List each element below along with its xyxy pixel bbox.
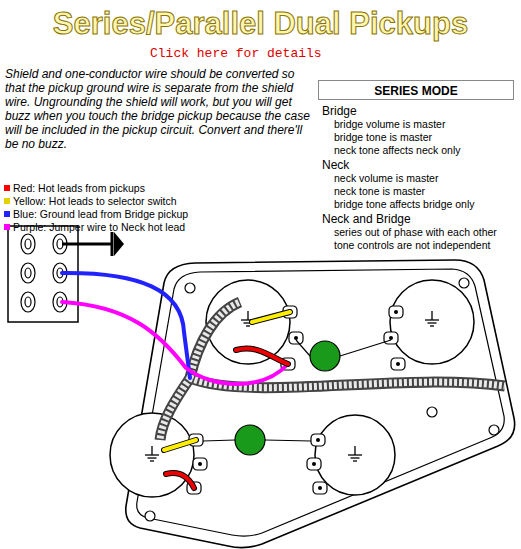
mode-note: neck volume is master [334, 172, 438, 184]
note-paragraph: Shield and one-conductor wire should be … [5, 67, 317, 151]
pot-lug [391, 358, 405, 370]
pot-lug [289, 332, 303, 344]
screw-hole [145, 278, 499, 521]
page-title: Series/Parallel Dual Pickups [0, 6, 521, 42]
mode-heading-box: SERIES MODE [318, 80, 514, 100]
link-text: Click here for details [150, 46, 322, 61]
legend-swatch [4, 198, 10, 204]
tone-capacitor [235, 425, 265, 455]
ground-symbol [348, 446, 362, 461]
legend-swatch [4, 224, 10, 230]
mode-note: Bridge [322, 104, 357, 118]
pot-lug [389, 306, 403, 318]
mode-note: neck tone affects neck only [334, 144, 460, 156]
mode-heading: SERIES MODE [319, 84, 513, 98]
pot-lug [384, 332, 398, 344]
mode-note: Neck and Bridge [322, 212, 411, 226]
pot-lug [311, 434, 325, 446]
legend-text: Yellow: Hot leads to selector switch [13, 195, 177, 207]
legend-swatch [4, 185, 10, 191]
ground-lead [62, 232, 124, 256]
pot-lug [193, 458, 207, 470]
pot-lug [313, 482, 327, 494]
tone-capacitor [310, 341, 340, 371]
mode-note: bridge tone is master [334, 131, 432, 143]
mode-note: neck tone is master [334, 185, 425, 197]
blue-wire [62, 273, 190, 378]
red-wire [166, 473, 194, 488]
purple-wire [62, 302, 288, 384]
mode-note: bridge tone affects bridge only [334, 198, 474, 210]
control-cavity [126, 260, 515, 548]
mode-note: bridge volume is master [334, 118, 445, 130]
legend-text: Red: Hot leads from pickups [13, 182, 145, 194]
ground-symbol [425, 311, 439, 326]
yellow-wire [164, 440, 196, 450]
mode-note: series out of phase with each other [334, 226, 497, 238]
ground-symbol [145, 446, 159, 461]
legend-swatch [4, 211, 10, 217]
yellow-wire [252, 312, 290, 322]
shielded-cable [160, 302, 505, 440]
legend-text: Blue: Ground lead from Bridge pickup [13, 208, 188, 220]
cavity-inner-edge [137, 269, 504, 536]
mode-note: tone controls are not independent [334, 239, 490, 251]
mode-note: Neck [322, 158, 349, 172]
pot-lug [307, 458, 321, 470]
legend-text: Purple: Jumper wire to Neck hot lead [13, 221, 185, 233]
red-wire [236, 349, 288, 364]
